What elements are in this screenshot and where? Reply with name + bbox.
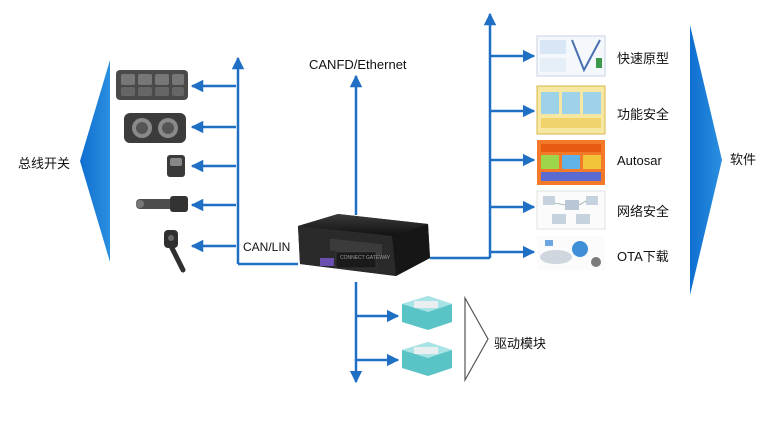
- drive-bus: [349, 282, 400, 384]
- gateway-logo-text: CONNECT GATEWAY: [340, 255, 391, 261]
- light-switch-panel-icon: [124, 113, 186, 143]
- bus-switches-label: 总线开关: [18, 156, 71, 171]
- window-switch-panel-icon: [116, 70, 188, 100]
- functional-safety-screenshot: [536, 85, 606, 135]
- drive-module-icon: [402, 296, 452, 330]
- drive-module-icon: [402, 342, 452, 376]
- software-item-label: 功能安全: [617, 107, 670, 122]
- software-item-label: 网络安全: [617, 204, 670, 219]
- stalk-switch-icon: [136, 196, 188, 212]
- ota-screenshot: [537, 236, 605, 270]
- software-triangle: [690, 25, 722, 295]
- can-lin-label: CAN/LIN: [243, 240, 291, 254]
- network-security-screenshot: [536, 190, 606, 230]
- bus-switch-triangle: [80, 60, 110, 262]
- software-label: 软件: [730, 152, 757, 167]
- software-item-label: OTA下载: [617, 249, 669, 264]
- canfd-ethernet-label: CANFD/Ethernet: [309, 57, 407, 72]
- left-bus: [190, 56, 298, 266]
- right-bus: [430, 12, 536, 260]
- gateway-device: [298, 214, 430, 276]
- rapid-prototype-screenshot: [536, 35, 606, 77]
- software-item-label: Autosar: [617, 153, 662, 168]
- drive-module-label: 驱动模块: [494, 336, 547, 351]
- gear-lever-icon: [164, 230, 186, 273]
- software-item-label: 快速原型: [617, 51, 670, 66]
- single-switch-icon: [167, 155, 185, 177]
- autosar-screenshot: [537, 140, 605, 185]
- drive-module-triangle: [464, 295, 489, 383]
